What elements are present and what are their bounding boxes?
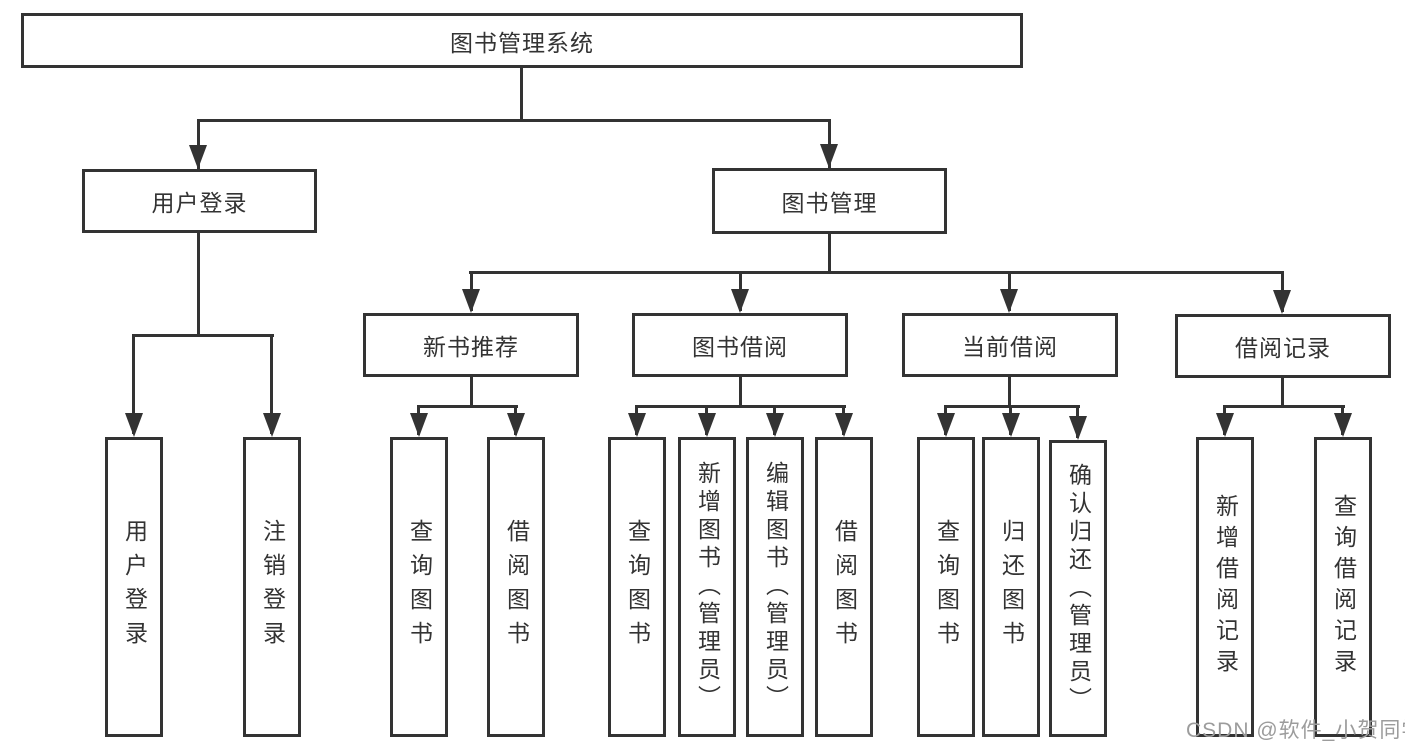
arrow-down-icon [410, 413, 428, 437]
leaf-label: 注销登录 [259, 519, 286, 655]
node-label: 图书管理 [781, 190, 878, 216]
connector-line [470, 375, 473, 408]
leaf-label: 新增图书（管理员） [694, 461, 721, 713]
leaf-query-borrow-record: 查询借阅记录 [1314, 437, 1372, 737]
arrow-down-icon [1334, 413, 1352, 437]
arrow-down-icon [766, 413, 784, 437]
node-label: 图书管理系统 [450, 29, 594, 56]
leaf-return-books: 归还图书 [982, 437, 1040, 737]
node-user-login: 用户登录 [82, 169, 317, 233]
arrow-down-icon [820, 144, 838, 168]
leaf-query-books-current: 查询图书 [917, 437, 975, 737]
leaf-label: 归还图书 [998, 519, 1025, 655]
connector-line [197, 119, 831, 122]
arrow-down-icon [1216, 413, 1234, 437]
node-book-management: 图书管理 [712, 168, 947, 234]
arrow-down-icon [125, 413, 143, 437]
arrow-down-icon [698, 413, 716, 437]
connector-line [197, 119, 200, 169]
leaf-label: 编辑图书（管理员） [762, 461, 789, 713]
leaf-label: 查询图书 [406, 519, 433, 655]
leaf-add-books-admin: 新增图书（管理员） [678, 437, 736, 737]
connector-line [197, 231, 200, 337]
connector-line [635, 405, 846, 408]
leaf-label: 借阅图书 [831, 519, 858, 655]
leaf-label: 查询图书 [933, 519, 960, 655]
node-label: 用户登录 [151, 190, 248, 216]
arrow-down-icon [835, 413, 853, 437]
connector-line [132, 334, 274, 337]
connector-line [1223, 405, 1345, 408]
node-label: 当前借阅 [962, 334, 1058, 360]
arrow-down-icon [189, 145, 207, 169]
node-label: 借阅记录 [1235, 335, 1331, 361]
leaf-query-books-borrowing: 查询图书 [608, 437, 666, 737]
arrow-down-icon [731, 289, 749, 313]
node-current-borrowing: 当前借阅 [902, 313, 1118, 377]
leaf-label: 新增借阅记录 [1212, 494, 1239, 680]
leaf-label: 查询图书 [624, 519, 651, 655]
leaf-borrow-books: 借阅图书 [815, 437, 873, 737]
connector-line [417, 405, 518, 408]
leaf-confirm-return-admin: 确认归还（管理员） [1049, 440, 1107, 737]
leaf-logout: 注销登录 [243, 437, 301, 737]
leaf-label: 用户登录 [121, 519, 148, 655]
leaf-label: 借阅图书 [503, 519, 530, 655]
arrow-down-icon [263, 413, 281, 437]
connector-line [1008, 375, 1011, 408]
leaf-label: 确认归还（管理员） [1065, 462, 1092, 715]
arrow-down-icon [1000, 289, 1018, 313]
connector-line [469, 271, 1284, 274]
connector-line [944, 405, 1080, 408]
connector-line [1281, 376, 1284, 408]
arrow-down-icon [462, 289, 480, 313]
connector-line [270, 334, 273, 434]
arrow-down-icon [1273, 290, 1291, 314]
leaf-label: 查询借阅记录 [1330, 494, 1357, 680]
node-borrowing-records: 借阅记录 [1175, 314, 1391, 378]
connector-line [828, 232, 831, 274]
connector-line [828, 119, 831, 168]
node-root-library-system: 图书管理系统 [21, 13, 1023, 68]
leaf-add-borrow-record: 新增借阅记录 [1196, 437, 1254, 737]
connector-line [520, 66, 523, 122]
connector-line [132, 334, 135, 434]
leaf-user-login: 用户登录 [105, 437, 163, 737]
node-book-borrowing: 图书借阅 [632, 313, 848, 377]
arrow-down-icon [628, 413, 646, 437]
arrow-down-icon [507, 413, 525, 437]
leaf-borrow-books-recommend: 借阅图书 [487, 437, 545, 737]
csdn-watermark: CSDN @软件_小贺同学 [1186, 719, 1405, 742]
leaf-edit-books-admin: 编辑图书（管理员） [746, 437, 804, 737]
connector-line [739, 375, 742, 408]
node-new-book-recommend: 新书推荐 [363, 313, 579, 377]
node-label: 图书借阅 [692, 334, 788, 360]
arrow-down-icon [937, 413, 955, 437]
node-label: 新书推荐 [423, 334, 519, 360]
arrow-down-icon [1002, 413, 1020, 437]
arrow-down-icon [1069, 416, 1087, 440]
leaf-query-books-recommend: 查询图书 [390, 437, 448, 737]
